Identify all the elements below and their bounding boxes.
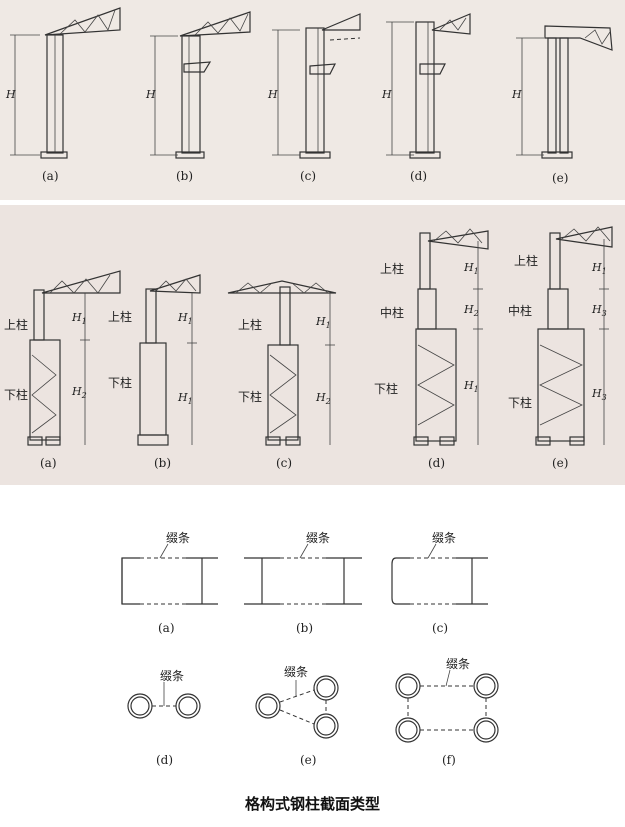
lower-column-label-c: 下柱 — [238, 389, 262, 404]
diagram-label-d: (d) — [410, 169, 427, 183]
upper-column-label-c: 上柱 — [238, 317, 262, 332]
upper-column-label-b: 上柱 — [108, 309, 132, 324]
height-label-e: H — [511, 88, 522, 101]
stepped-diagram-d: 上柱 中柱 下柱 H1 H2 H1 (d) — [374, 228, 489, 470]
lower-column-label-b: 下柱 — [108, 375, 132, 390]
column-diagram-b: H (b) — [145, 11, 251, 183]
section-label-b: (b) — [296, 621, 313, 635]
stepped-label-a: (a) — [40, 456, 57, 470]
lattice-section-diagrams-panel: 缀条 (a) 缀条 (b) 缀条 (c) 缀条 (d) — [0, 500, 625, 827]
h2-label-c: H2 — [315, 391, 331, 406]
section-diagram-e: 缀条 (e) — [255, 665, 339, 767]
stepped-label-d: (d) — [428, 456, 445, 470]
diagram-label-c: (c) — [300, 169, 316, 183]
h1-label-d: H1 — [463, 261, 479, 276]
stepped-column-diagrams-panel: 上柱 下柱 H1 H2 (a) 上柱 下柱 H1 H1 (b) 上柱 下柱 H1… — [0, 205, 625, 485]
height-label-b: H — [145, 88, 156, 101]
lower-column-label-d: 下柱 — [374, 381, 398, 396]
section-diagram-b: 缀条 (b) — [244, 531, 362, 635]
upper-column-label-d: 上柱 — [380, 261, 404, 276]
solid-column-diagrams-panel: H (a) H (b) H (c) — [0, 0, 625, 200]
diagram-label-a: (a) — [42, 169, 59, 183]
lacing-label-b: 缀条 — [306, 531, 330, 545]
height-label-c: H — [267, 88, 278, 101]
h1-label-c: H1 — [315, 315, 331, 330]
column-diagram-c: H (c) — [267, 13, 361, 183]
diagram-label-b: (b) — [176, 169, 193, 183]
diagram-label-e: (e) — [552, 171, 568, 185]
section-label-f: (f) — [442, 753, 456, 767]
section-label-e: (e) — [300, 753, 316, 767]
stepped-diagram-c: 上柱 下柱 H1 H2 (c) — [227, 280, 337, 470]
column-diagram-d: H (d) — [381, 13, 471, 183]
upper-column-label-a: 上柱 — [4, 317, 28, 332]
solid-column-diagrams: H (a) H (b) H (c) — [5, 7, 613, 185]
stepped-diagram-a: 上柱 下柱 H1 H2 (a) — [4, 270, 121, 470]
h1-label-b: H1 — [177, 311, 193, 326]
h3-label-d: H1 — [463, 379, 479, 394]
stepped-diagram-b: 上柱 下柱 H1 H1 (b) — [108, 274, 201, 470]
lacing-label-e: 缀条 — [284, 665, 308, 679]
lacing-label-d: 缀条 — [160, 669, 184, 683]
h2-label-e: H3 — [591, 303, 607, 318]
h2-label-a: H2 — [71, 385, 87, 400]
h1-label-e: H1 — [591, 261, 607, 276]
section-label-a: (a) — [158, 621, 175, 635]
height-label-a: H — [5, 88, 16, 101]
upper-column-label-e: 上柱 — [514, 253, 538, 268]
h3-label-e: H3 — [591, 387, 607, 402]
h2-label-d: H2 — [463, 303, 479, 318]
section-diagram-a: 缀条 (a) — [121, 531, 218, 635]
middle-column-label-d: 中柱 — [380, 305, 404, 320]
figure-caption: 格构式钢柱截面类型 — [244, 795, 380, 813]
column-diagram-a: H (a) — [5, 7, 121, 183]
h1-label-a: H1 — [71, 311, 87, 326]
section-label-c: (c) — [432, 621, 448, 635]
section-diagram-d: 缀条 (d) — [127, 669, 201, 767]
stepped-diagram-e: 上柱 中柱 下柱 H1 H3 H3 (e) — [508, 226, 613, 470]
middle-column-label-e: 中柱 — [508, 303, 532, 318]
section-label-d: (d) — [156, 753, 173, 767]
h2-label-b: H1 — [177, 391, 193, 406]
lacing-label-a: 缀条 — [166, 531, 190, 545]
lower-column-label-a: 下柱 — [4, 387, 28, 402]
stepped-column-diagrams: 上柱 下柱 H1 H2 (a) 上柱 下柱 H1 H1 (b) 上柱 下柱 H1… — [4, 226, 613, 470]
stepped-label-c: (c) — [276, 456, 292, 470]
column-diagram-e: H (e) — [511, 25, 613, 185]
stepped-label-b: (b) — [154, 456, 171, 470]
lacing-label-c: 缀条 — [432, 531, 456, 545]
lattice-section-diagrams: 缀条 (a) 缀条 (b) 缀条 (c) 缀条 (d) — [121, 531, 499, 767]
stepped-label-e: (e) — [552, 456, 568, 470]
section-diagram-f: 缀条 (f) — [395, 657, 499, 767]
section-diagram-c: 缀条 (c) — [391, 531, 488, 635]
lower-column-label-e: 下柱 — [508, 395, 532, 410]
lacing-label-f: 缀条 — [446, 657, 470, 671]
height-label-d: H — [381, 88, 392, 101]
